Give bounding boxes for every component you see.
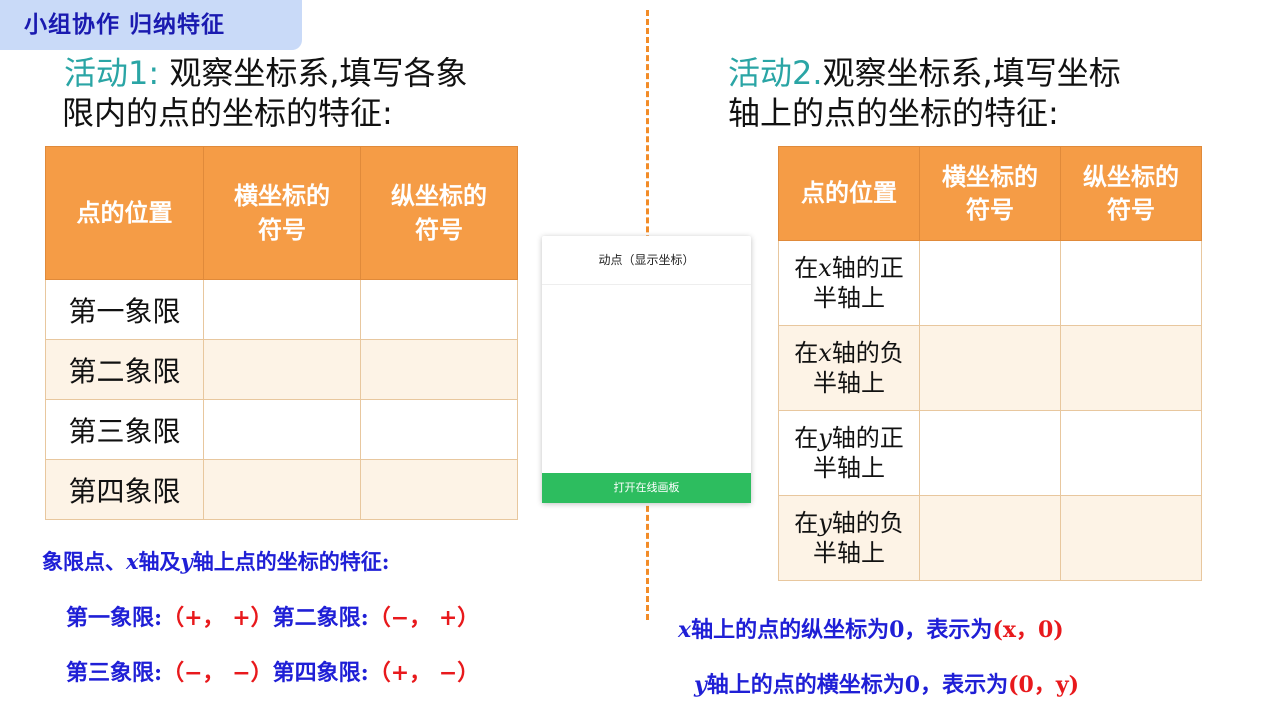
table-row: 第二象限 — [45, 339, 518, 400]
row-label: 在x轴的正半轴上 — [778, 240, 920, 326]
x-sign-cell[interactable] — [203, 279, 361, 340]
y-sign-cell[interactable] — [1060, 240, 1202, 326]
y-sign-cell[interactable] — [360, 339, 518, 400]
row-label: 在y轴的负半轴上 — [778, 495, 920, 581]
table-row: 第一象限 — [45, 279, 518, 340]
quadrant-summary-row-1: 第一象限:（+， +）第二象限:（−， +） — [66, 605, 480, 631]
row-label: 第一象限 — [45, 279, 204, 340]
header-x-sign: 横坐标的符号 — [203, 146, 361, 280]
x-sign-cell[interactable] — [203, 459, 361, 520]
activity1-line1: 观察坐标系,填写各象 — [169, 54, 468, 92]
activity1-heading: 活动1: 观察坐标系,填写各象 限内的点的坐标的特征: — [62, 53, 468, 133]
quadrant-sign-table: 点的位置 横坐标的符号 纵坐标的符号 第一象限 第二象限 第三象限 第四象限 — [45, 146, 518, 520]
table-header-row: 点的位置 横坐标的符号 纵坐标的符号 — [778, 146, 1202, 241]
y-sign-cell[interactable] — [1060, 495, 1202, 581]
x-sign-cell[interactable] — [203, 339, 361, 400]
row-label: 在x轴的负半轴上 — [778, 325, 920, 411]
y-sign-cell[interactable] — [360, 279, 518, 340]
x-sign-cell[interactable] — [919, 240, 1061, 326]
header-y-sign: 纵坐标的符号 — [360, 146, 518, 280]
activity2-prefix: 活动2. — [728, 54, 823, 92]
open-sketchpad-button[interactable]: 打开在线画板 — [542, 473, 751, 503]
x-sign-cell[interactable] — [919, 410, 1061, 496]
x-sign-cell[interactable] — [919, 495, 1061, 581]
y-sign-cell[interactable] — [1060, 410, 1202, 496]
table-row: 第三象限 — [45, 399, 518, 460]
row-label: 在y轴的正半轴上 — [778, 410, 920, 496]
header-x-sign: 横坐标的符号 — [919, 146, 1061, 241]
activity2-heading: 活动2.观察坐标系,填写坐标 轴上的点的坐标的特征: — [728, 53, 1121, 133]
table-row: 在x轴的正半轴上 — [778, 240, 1202, 326]
header-position: 点的位置 — [45, 146, 204, 280]
y-axis-note: y轴上的点的横坐标为0，表示为(0，y) — [694, 672, 1080, 698]
y-sign-cell[interactable] — [360, 399, 518, 460]
row-label: 第四象限 — [45, 459, 204, 520]
table-row: 第四象限 — [45, 459, 518, 520]
table-row: 在y轴的正半轴上 — [778, 410, 1202, 496]
axis-sign-table: 点的位置 横坐标的符号 纵坐标的符号 在x轴的正半轴上 在x轴的负半轴上 在y轴… — [778, 146, 1202, 581]
table-row: 在x轴的负半轴上 — [778, 325, 1202, 411]
table-row: 在y轴的负半轴上 — [778, 495, 1202, 581]
x-sign-cell[interactable] — [203, 399, 361, 460]
summary-title: 象限点、x轴及y轴上点的坐标的特征: — [42, 549, 390, 574]
quadrant-summary-row-2: 第三象限:（−， −）第四象限:（+， −） — [66, 660, 480, 686]
y-sign-cell[interactable] — [360, 459, 518, 520]
header-position: 点的位置 — [778, 146, 920, 241]
header-y-sign: 纵坐标的符号 — [1060, 146, 1202, 241]
x-sign-cell[interactable] — [919, 325, 1061, 411]
table-header-row: 点的位置 横坐标的符号 纵坐标的符号 — [45, 146, 518, 280]
row-label: 第二象限 — [45, 339, 204, 400]
activity1-line2: 限内的点的坐标的特征: — [62, 94, 393, 132]
row-label: 第三象限 — [45, 399, 204, 460]
sketchpad-widget[interactable]: 动点（显示坐标） 打开在线画板 — [542, 236, 751, 503]
activity2-line1: 观察坐标系,填写坐标 — [822, 54, 1121, 92]
activity1-prefix: 活动1: — [64, 54, 170, 92]
group-badge: 小组协作 归纳特征 — [0, 0, 302, 50]
x-axis-note: x轴上的点的纵坐标为0，表示为(x，0) — [678, 617, 1064, 643]
activity2-line2: 轴上的点的坐标的特征: — [728, 94, 1059, 132]
widget-title: 动点（显示坐标） — [542, 236, 751, 285]
y-sign-cell[interactable] — [1060, 325, 1202, 411]
